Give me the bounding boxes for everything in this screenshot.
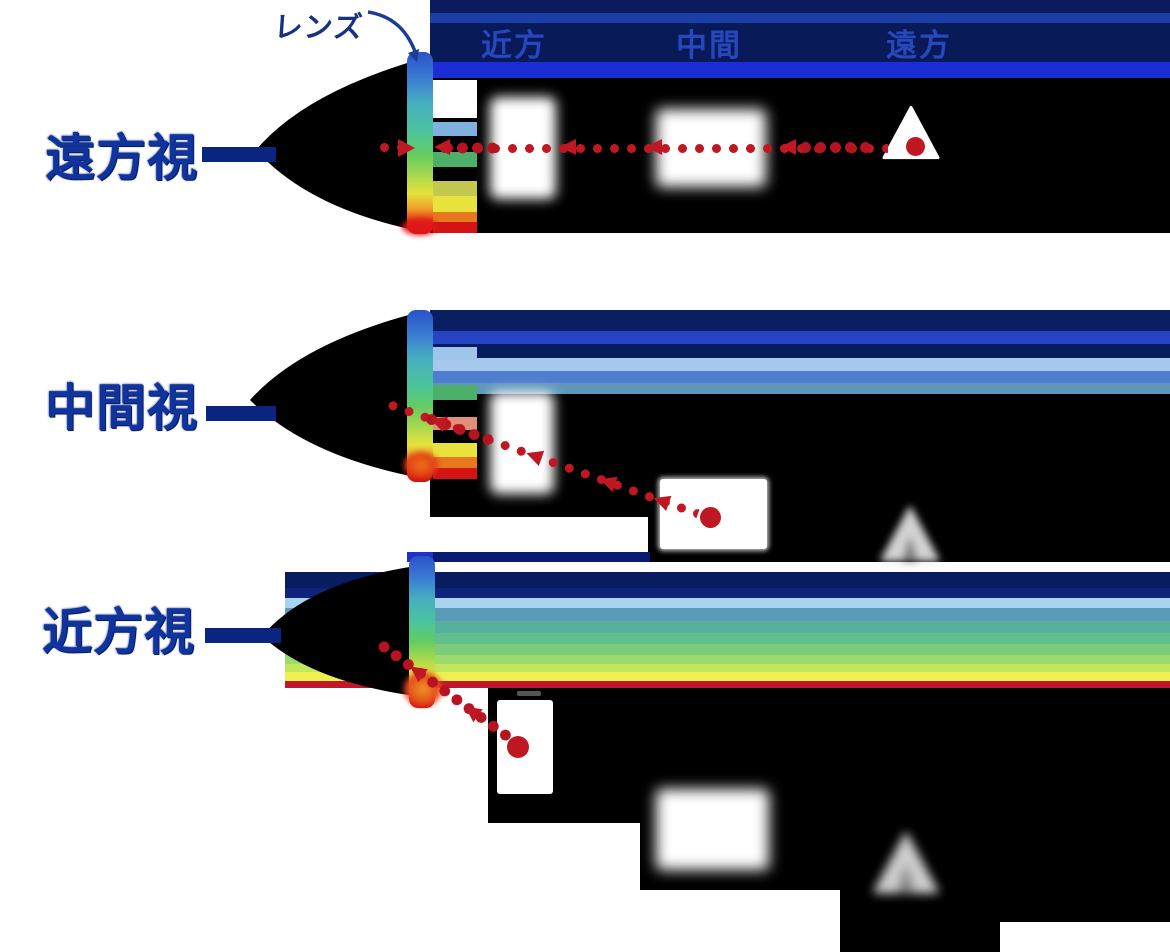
phone-speaker-row3: [517, 691, 541, 696]
focus-point-on-tv-row2: [700, 507, 721, 528]
row-label-near-vision: 近方視: [42, 603, 195, 661]
scene3-black-c: [840, 688, 1000, 952]
focus-arrow-row3-b: [460, 699, 484, 722]
label-connector-row3: [205, 628, 281, 643]
focus-dotted-cluster-row1-a: [440, 141, 498, 155]
column-label-middle: 中間: [676, 28, 742, 64]
focus-arrow-row1-c: [646, 139, 662, 155]
scene1-white-notch: [433, 80, 477, 118]
focus-arrow-row1-b: [560, 139, 576, 155]
label-connector-row2: [206, 406, 276, 421]
scene3-black-d: [1000, 688, 1170, 922]
focus-arrow-row1-a: [434, 139, 450, 155]
row-label-intermediate-vision: 中間視: [45, 379, 198, 437]
focus-dotted-cluster-row1-b: [798, 140, 870, 155]
focus-dotted-line-row1-prelens: [376, 142, 402, 153]
focus-point-on-mountain-row1: [906, 137, 925, 156]
mountain-object-blurred-row2: [880, 506, 940, 562]
mountain-object-blurred-row3: [873, 832, 939, 894]
label-connector-row1: [202, 147, 276, 162]
focus-arrow-right-row1: [398, 139, 415, 157]
focus-arrow-row1-d: [780, 139, 796, 155]
eye-cone-row1: [256, 58, 424, 232]
eye-cone-row3: [262, 566, 416, 696]
lens-red-focus-blob-row2: [404, 452, 438, 478]
column-label-near: 近方: [481, 28, 547, 64]
lens-red-focus-blob-row1: [402, 219, 438, 235]
focus-point-on-phone-row3: [507, 736, 529, 758]
lens-pointer-arrow: [367, 10, 419, 62]
column-label-far: 遠方: [886, 28, 952, 64]
eye-cone-row2: [250, 312, 420, 478]
tv-object-blurred-row3: [656, 789, 769, 870]
lens-spectrum-spread-row2: [433, 347, 477, 479]
lens-label: レンズ: [272, 10, 365, 44]
lens-spectrum-spread-row1: [433, 117, 477, 233]
focus-dotted-line-row1: [436, 143, 888, 154]
row-label-far-vision: 遠方視: [45, 129, 198, 187]
scene3-sky-bar: [407, 552, 650, 562]
